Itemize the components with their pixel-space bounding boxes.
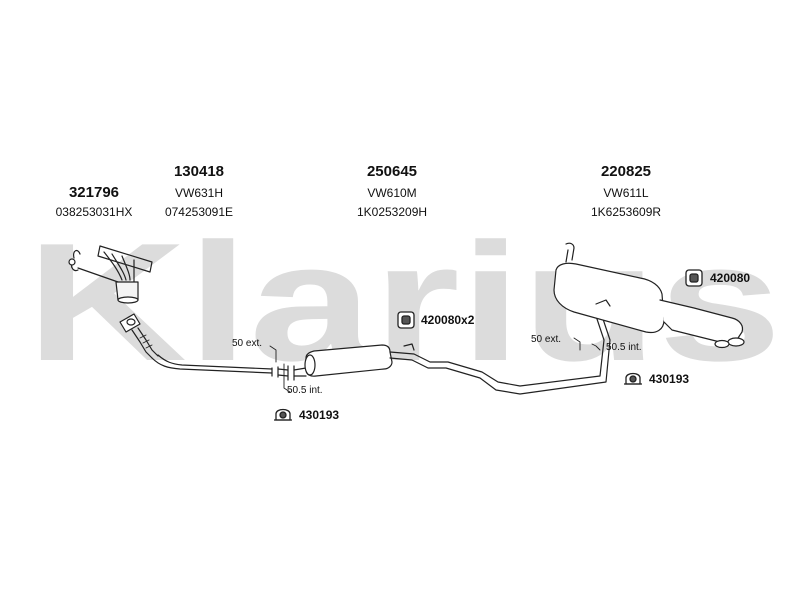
joint-2-ext-label: 50 ext. — [531, 334, 562, 345]
oem-reference-250645: 1K0253209H — [356, 205, 428, 219]
ref-code-250645: VW610M — [367, 186, 417, 200]
joint-1-ext-label: 50 ext. — [232, 338, 263, 349]
part-number-250645[interactable]: 250645 — [366, 163, 418, 180]
joint-1-int-label: 50.5 int. — [287, 385, 323, 396]
oem-reference-130418: 074253091E — [164, 205, 234, 219]
ref-code-130418: VW631H — [174, 186, 224, 200]
manifold-drawing — [68, 245, 153, 304]
rear-silencer-drawing — [553, 242, 745, 349]
part-number-220825[interactable]: 220825 — [600, 163, 652, 180]
accessory-number-420080[interactable]: 420080 — [710, 271, 751, 285]
accessory-number-430193-rear[interactable]: 430193 — [649, 372, 690, 386]
oem-reference-321796: 038253031HX — [55, 205, 133, 219]
middle-section-drawing — [293, 303, 611, 395]
clamp-icon — [274, 408, 292, 421]
part-number-130418[interactable]: 130418 — [173, 163, 225, 180]
front-pipe-drawing — [119, 313, 295, 381]
accessory-number-430193-front[interactable]: 430193 — [299, 408, 340, 422]
rubber-hanger-icon — [685, 269, 703, 287]
part-number-321796[interactable]: 321796 — [68, 184, 120, 201]
joint-2-int-label: 50.5 int. — [606, 342, 642, 353]
clamp-icon — [624, 372, 642, 385]
ref-code-220825: VW611L — [603, 186, 649, 200]
accessory-number-420080x2[interactable]: 420080x2 — [421, 313, 475, 327]
joint-dimension-marks — [269, 337, 601, 393]
oem-reference-220825: 1K6253609R — [590, 205, 662, 219]
rubber-hanger-icon — [397, 311, 415, 329]
